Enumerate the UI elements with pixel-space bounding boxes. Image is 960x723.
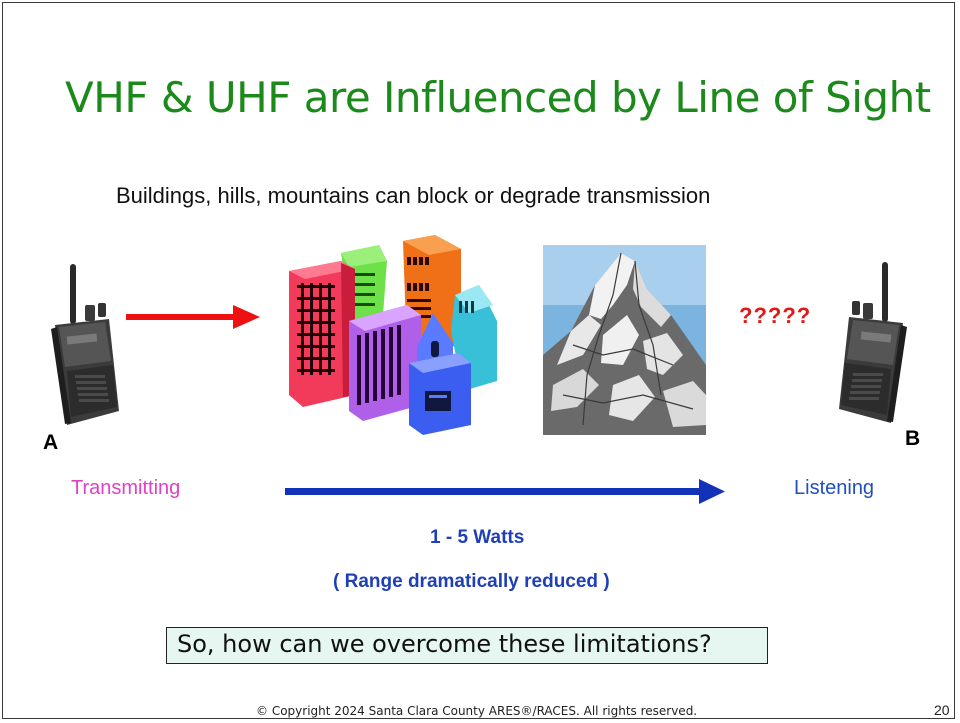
city-buildings-icon [289,235,497,435]
blue-arrow-icon [285,479,725,504]
handheld-radio-icon [839,262,907,423]
transmitting-label: Transmitting [71,477,181,499]
handheld-radio-icon [51,264,119,425]
listening-label: Listening [794,477,875,499]
label-a: A [43,431,59,454]
copyright-footer: © Copyright 2024 Santa Clara County ARES… [256,704,698,718]
slide-subtitle: Buildings, hills, mountains can block or… [116,183,711,208]
question-marks: ????? [739,303,812,328]
slide-title: VHF & UHF are Influenced by Line of Sigh… [65,73,931,122]
mountain-icon [543,245,706,435]
page-number: 20 [934,702,950,718]
red-arrow-icon [126,305,260,329]
power-label: 1 - 5 Watts [430,527,525,548]
label-b: B [905,427,921,450]
question-box: So, how can we overcome these limitation… [166,627,768,664]
range-note: ( Range dramatically reduced ) [333,571,610,592]
